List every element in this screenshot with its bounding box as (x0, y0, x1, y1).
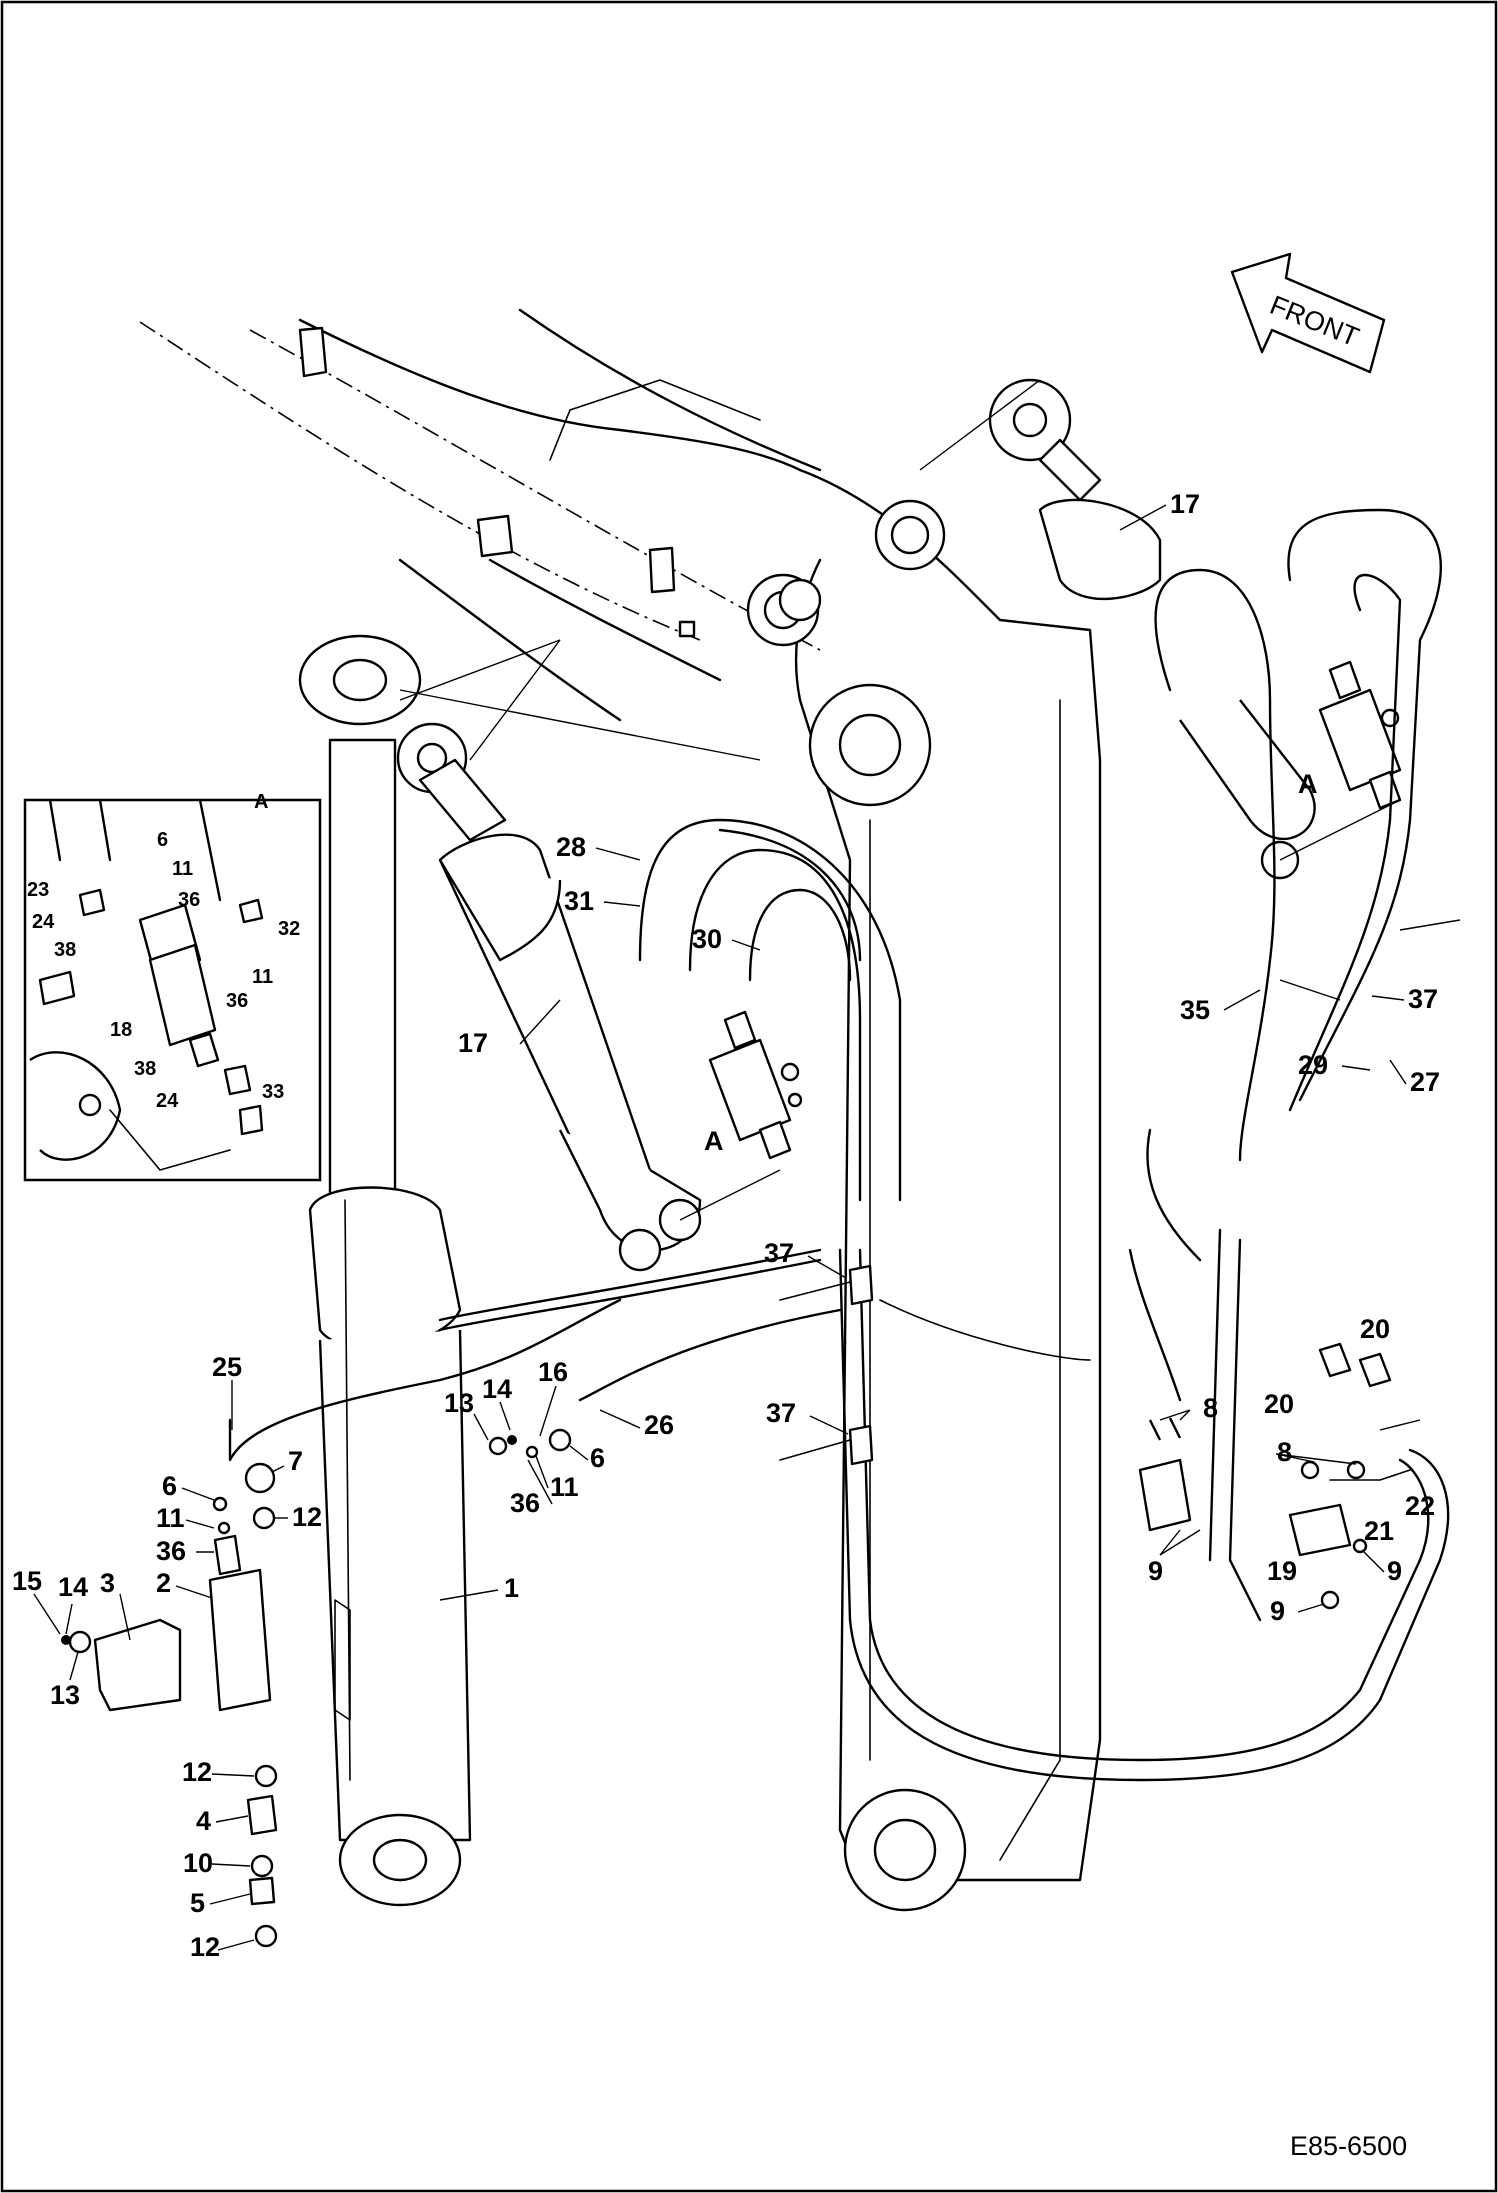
callout-24: 24 (32, 911, 55, 933)
cylinder-17-right (988, 378, 1316, 880)
callout-labels: 1 2 3 4 5 6 6 6 7 8 8 9 9 9 10 11 11 11 … (12, 489, 1440, 1962)
detail-view-a (23, 798, 322, 1182)
callout-18: 18 (110, 1019, 132, 1041)
callout-5: 5 (190, 1888, 205, 1918)
callout-a: A (1298, 769, 1318, 799)
callout-26: 26 (644, 1410, 674, 1440)
callout-11: 11 (550, 1472, 579, 1502)
bracket-3 (93, 1618, 182, 1712)
callout-31: 31 (564, 886, 594, 916)
callout-25: 25 (212, 1352, 242, 1382)
callout-13: 13 (50, 1680, 80, 1710)
callout-10: 10 (183, 1848, 213, 1878)
callout-24: 24 (156, 1090, 179, 1112)
valve-block-2 (208, 1568, 272, 1712)
callout-32: 32 (278, 918, 300, 940)
callout-1: 1 (504, 1573, 519, 1603)
washer-13 (68, 1630, 92, 1654)
oring-12 (254, 1764, 278, 1788)
callout-38: 38 (134, 1058, 156, 1080)
callout-14: 14 (482, 1374, 512, 1404)
fitting-7 (244, 1462, 276, 1494)
callout-37: 37 (766, 1398, 796, 1428)
callout-30: 30 (692, 924, 722, 954)
callout-29: 29 (1298, 1050, 1328, 1080)
callout-12: 12 (292, 1502, 322, 1532)
stop-block (648, 546, 676, 594)
callout-7: 7 (288, 1446, 303, 1476)
callout-23: 23 (27, 879, 49, 901)
callout-36: 36 (178, 889, 200, 911)
hose-lines (228, 508, 1450, 1782)
bracket-9 (1138, 1458, 1192, 1532)
callout-a: A (704, 1126, 724, 1156)
bracket-19 (1288, 1503, 1352, 1557)
valve-block-center (708, 1010, 803, 1160)
oring-10 (250, 1854, 274, 1878)
callout-36: 36 (156, 1536, 186, 1566)
callout-6: 6 (162, 1471, 177, 1501)
boom (139, 308, 1102, 1912)
callout-9: 9 (1148, 1556, 1163, 1586)
callout-6: 6 (590, 1443, 605, 1473)
callout-16: 16 (538, 1357, 568, 1387)
callout-27: 27 (1410, 1067, 1440, 1097)
valve-block-right (1318, 660, 1402, 810)
callout-4: 4 (196, 1806, 211, 1836)
callout-20: 20 (1360, 1314, 1390, 1344)
stop-block (298, 326, 328, 378)
callout-6: 6 (157, 829, 168, 851)
detail-view-a-label: A (254, 791, 268, 813)
callout-3: 3 (100, 1568, 115, 1598)
callout-13: 13 (444, 1388, 474, 1418)
callout-9: 9 (1270, 1596, 1285, 1626)
cylinder-1 (298, 634, 472, 1907)
fitting-5 (248, 1876, 276, 1906)
callout-19: 19 (1267, 1556, 1297, 1586)
callout-33: 33 (262, 1081, 284, 1103)
fitting-4 (246, 1794, 278, 1836)
callout-12: 12 (190, 1932, 220, 1962)
callout-22: 22 (1405, 1491, 1435, 1521)
callout-2: 2 (156, 1568, 171, 1598)
callout-12: 12 (182, 1757, 212, 1787)
front-arrow: FRONT (1230, 252, 1386, 374)
callout-36: 36 (226, 990, 248, 1012)
oring-12 (254, 1924, 278, 1948)
drawing-code: E85-6500 (1290, 2131, 1407, 2161)
callout-11: 11 (156, 1503, 185, 1533)
callout-8: 8 (1203, 1393, 1218, 1423)
callout-21: 21 (1364, 1516, 1394, 1546)
callout-11: 11 (172, 858, 193, 880)
callout-8: 8 (1277, 1437, 1292, 1467)
callout-17: 17 (1170, 489, 1200, 519)
callout-20: 20 (1264, 1389, 1294, 1419)
washer-13 (488, 1436, 508, 1456)
callout-15: 15 (12, 1566, 42, 1596)
cylinder-17-left (396, 722, 702, 1272)
front-label: FRONT (1266, 290, 1363, 353)
callout-38: 38 (54, 939, 76, 961)
callout-35: 35 (1180, 995, 1210, 1025)
callout-36: 36 (510, 1488, 540, 1518)
callout-14: 14 (58, 1572, 88, 1602)
callout-9: 9 (1387, 1556, 1402, 1586)
brackets-and-fittings (61, 1264, 1411, 1948)
stop-block (476, 514, 514, 558)
callout-37: 37 (1408, 984, 1438, 1014)
callout-28: 28 (556, 832, 586, 862)
callout-37: 37 (764, 1238, 794, 1268)
callout-17: 17 (458, 1028, 488, 1058)
oring-12 (252, 1506, 276, 1530)
leader-lines (33, 379, 1461, 1951)
callout-11: 11 (252, 966, 273, 988)
